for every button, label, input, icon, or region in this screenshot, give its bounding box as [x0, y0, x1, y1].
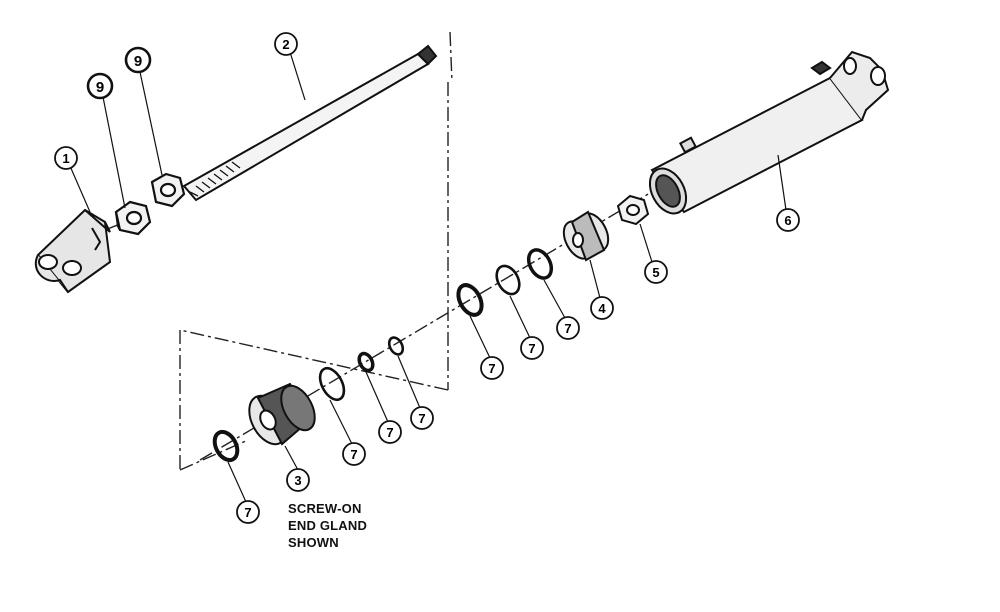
- callout-7-g: 7: [236, 500, 260, 524]
- callout-7-f: 7: [342, 442, 366, 466]
- callout-7-c: 7: [480, 356, 504, 380]
- end-gland: [248, 382, 316, 446]
- svg-text:7: 7: [488, 361, 495, 376]
- seals: [212, 248, 554, 463]
- svg-text:5: 5: [652, 265, 659, 280]
- piston-rod: [182, 44, 438, 202]
- svg-text:3: 3: [294, 473, 301, 488]
- note-line-3: SHOWN: [288, 535, 339, 550]
- cylinder-barrel: [648, 50, 890, 215]
- svg-text:7: 7: [386, 425, 393, 440]
- svg-text:7: 7: [564, 321, 571, 336]
- svg-text:9: 9: [134, 53, 142, 70]
- callout-1: 1: [54, 146, 78, 170]
- svg-text:7: 7: [0, 0, 1, 1]
- callout-9-upper: 9: [124, 46, 152, 74]
- callout-7-a: 7: [556, 316, 580, 340]
- callouts: 1 2 9 9 6 5 4 7: [0, 0, 800, 524]
- svg-text:6: 6: [784, 213, 791, 228]
- svg-text:1: 1: [62, 151, 69, 166]
- callout-5: 5: [644, 260, 668, 284]
- callout-2: 2: [274, 32, 298, 56]
- callout-3: 3: [286, 468, 310, 492]
- svg-text:7: 7: [244, 505, 251, 520]
- leader-lines: [69, 51, 787, 503]
- callout-7-d: 7: [410, 406, 434, 430]
- callout-4: 4: [590, 296, 614, 320]
- svg-text:2: 2: [282, 37, 289, 52]
- svg-text:7: 7: [350, 447, 357, 462]
- callout-7-h: 7: [0, 0, 1, 1]
- piston: [562, 210, 610, 262]
- callout-7-b: 7: [520, 336, 544, 360]
- svg-text:7: 7: [528, 341, 535, 356]
- note-line-1: SCREW-ON: [288, 501, 362, 516]
- rod-nut-1: [114, 200, 152, 236]
- rod-nut-2: [150, 172, 186, 208]
- piston-nut: [616, 194, 650, 226]
- svg-text:7: 7: [418, 411, 425, 426]
- svg-text:4: 4: [598, 301, 606, 316]
- callout-9-lower: 9: [86, 72, 114, 100]
- screw-on-end-gland-note: SCREW-ON END GLAND SHOWN: [288, 500, 367, 551]
- callout-6: 6: [776, 208, 800, 232]
- note-line-2: END GLAND: [288, 518, 368, 533]
- svg-text:9: 9: [96, 79, 104, 96]
- callout-7-e: 7: [378, 420, 402, 444]
- rod-clevis: [34, 208, 112, 294]
